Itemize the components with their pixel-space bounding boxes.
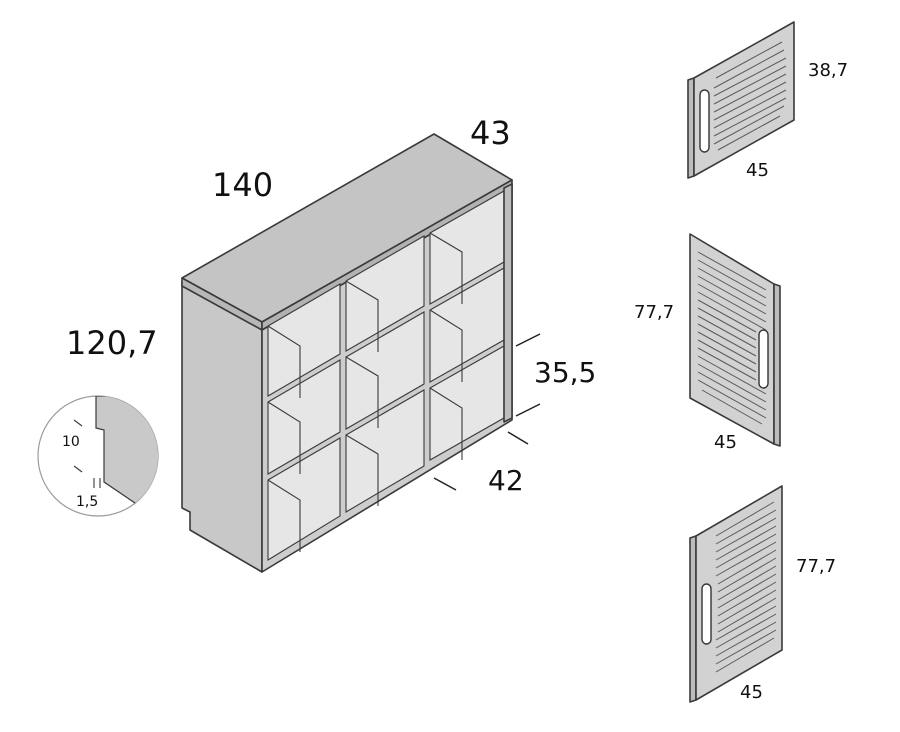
door-tall-right-handle: 77,7 45 (634, 233, 781, 453)
door-tall-1-height-label: 77,7 (634, 302, 674, 323)
door-tall-1-width-label: 45 (714, 432, 737, 453)
door-handle (758, 329, 769, 389)
cube-height-label: 35,5 (534, 356, 596, 389)
depth-label: 43 (470, 114, 511, 152)
door-small: 38,7 45 (687, 21, 848, 181)
dimension-ticks (433, 333, 541, 491)
shelf-depth-lines (267, 232, 463, 552)
door-handle (699, 89, 710, 153)
cubby-openings (267, 190, 505, 561)
door-tall-2-height-label: 77,7 (796, 556, 836, 577)
plinth-setback-label: 1,5 (76, 494, 98, 510)
cabinet-right-side (503, 183, 513, 423)
plinth-detail: 10 1,5 (37, 395, 159, 517)
plinth-height-label: 10 (62, 434, 80, 450)
door-small-width-label: 45 (746, 160, 769, 181)
door-small-height-label: 38,7 (808, 60, 848, 81)
height-label: 120,7 (66, 324, 158, 362)
door-tall-2-width-label: 45 (740, 682, 763, 703)
cabinet-left-side (181, 281, 263, 573)
bookcase (181, 133, 513, 573)
width-label: 140 (212, 166, 273, 204)
door-tall-left-handle: 77,7 45 (689, 485, 836, 703)
cube-depth-label: 42 (488, 464, 524, 497)
door-handle (701, 583, 712, 645)
